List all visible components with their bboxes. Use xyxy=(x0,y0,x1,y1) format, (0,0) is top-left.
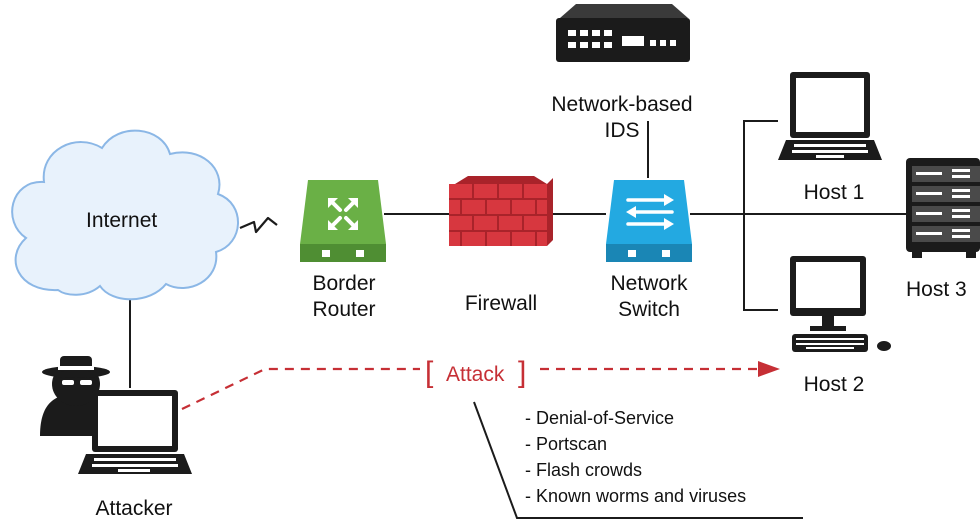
attacker-label: Attacker xyxy=(95,497,173,520)
host2-label: Host 2 xyxy=(803,373,865,396)
firewall-label: Firewall xyxy=(464,292,538,315)
border-router-label-line1: Border xyxy=(312,272,376,295)
border-router-label-line2: Router xyxy=(312,298,376,321)
server-rack-icon xyxy=(906,158,980,258)
attack-arrowhead-icon xyxy=(758,361,780,377)
switch-icon xyxy=(606,180,692,262)
ids-label-line2: IDS xyxy=(604,119,640,142)
connections xyxy=(129,120,906,519)
ids-appliance-icon xyxy=(556,4,690,62)
callout-line xyxy=(473,401,803,519)
attack-type-item: - Denial-of-Service xyxy=(525,408,675,428)
attack-bracket-close: ] xyxy=(518,356,527,389)
attack-type-item: - Portscan xyxy=(525,434,608,454)
router-icon xyxy=(300,180,386,262)
network-switch-label-line2: Switch xyxy=(618,298,680,321)
network-switch-label-line1: Network xyxy=(610,272,688,295)
attack-type-item: - Flash crowds xyxy=(525,460,643,480)
host1-label: Host 1 xyxy=(803,181,865,204)
attack-dashed-line xyxy=(181,367,420,410)
attack-types-list: - Denial-of-Service - Portscan - Flash c… xyxy=(525,405,746,509)
desktop-icon xyxy=(790,256,891,352)
ids-label-line1: Network-based xyxy=(551,93,693,116)
attack-path xyxy=(181,361,780,410)
cloud-icon xyxy=(11,129,239,301)
brick-wall-icon xyxy=(449,176,553,246)
attack-type-item: - Known worms and viruses xyxy=(525,486,747,506)
internet-label: Internet xyxy=(86,209,158,232)
attack-label: Attack xyxy=(446,363,505,386)
attack-bracket-open: [ xyxy=(425,356,434,389)
laptop-icon xyxy=(778,72,882,160)
lightning-icon xyxy=(239,216,278,234)
attacker-laptop-icon xyxy=(78,390,192,474)
host3-label: Host 3 xyxy=(906,278,967,301)
link-host1-bracket xyxy=(743,120,778,311)
